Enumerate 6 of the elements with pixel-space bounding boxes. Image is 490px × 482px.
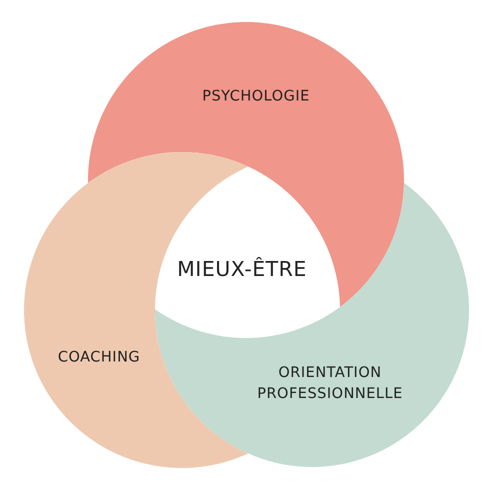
circle-label: ORIENTATION PROFESSIONNELLE <box>256 364 404 404</box>
circle-label: PSYCHOLOGIE <box>202 88 310 106</box>
crescent-region <box>88 22 404 308</box>
overlap-label: MIEUX-ÊTRE <box>177 256 307 284</box>
crescent-region <box>155 182 469 467</box>
circle-label: COACHING <box>58 348 140 368</box>
